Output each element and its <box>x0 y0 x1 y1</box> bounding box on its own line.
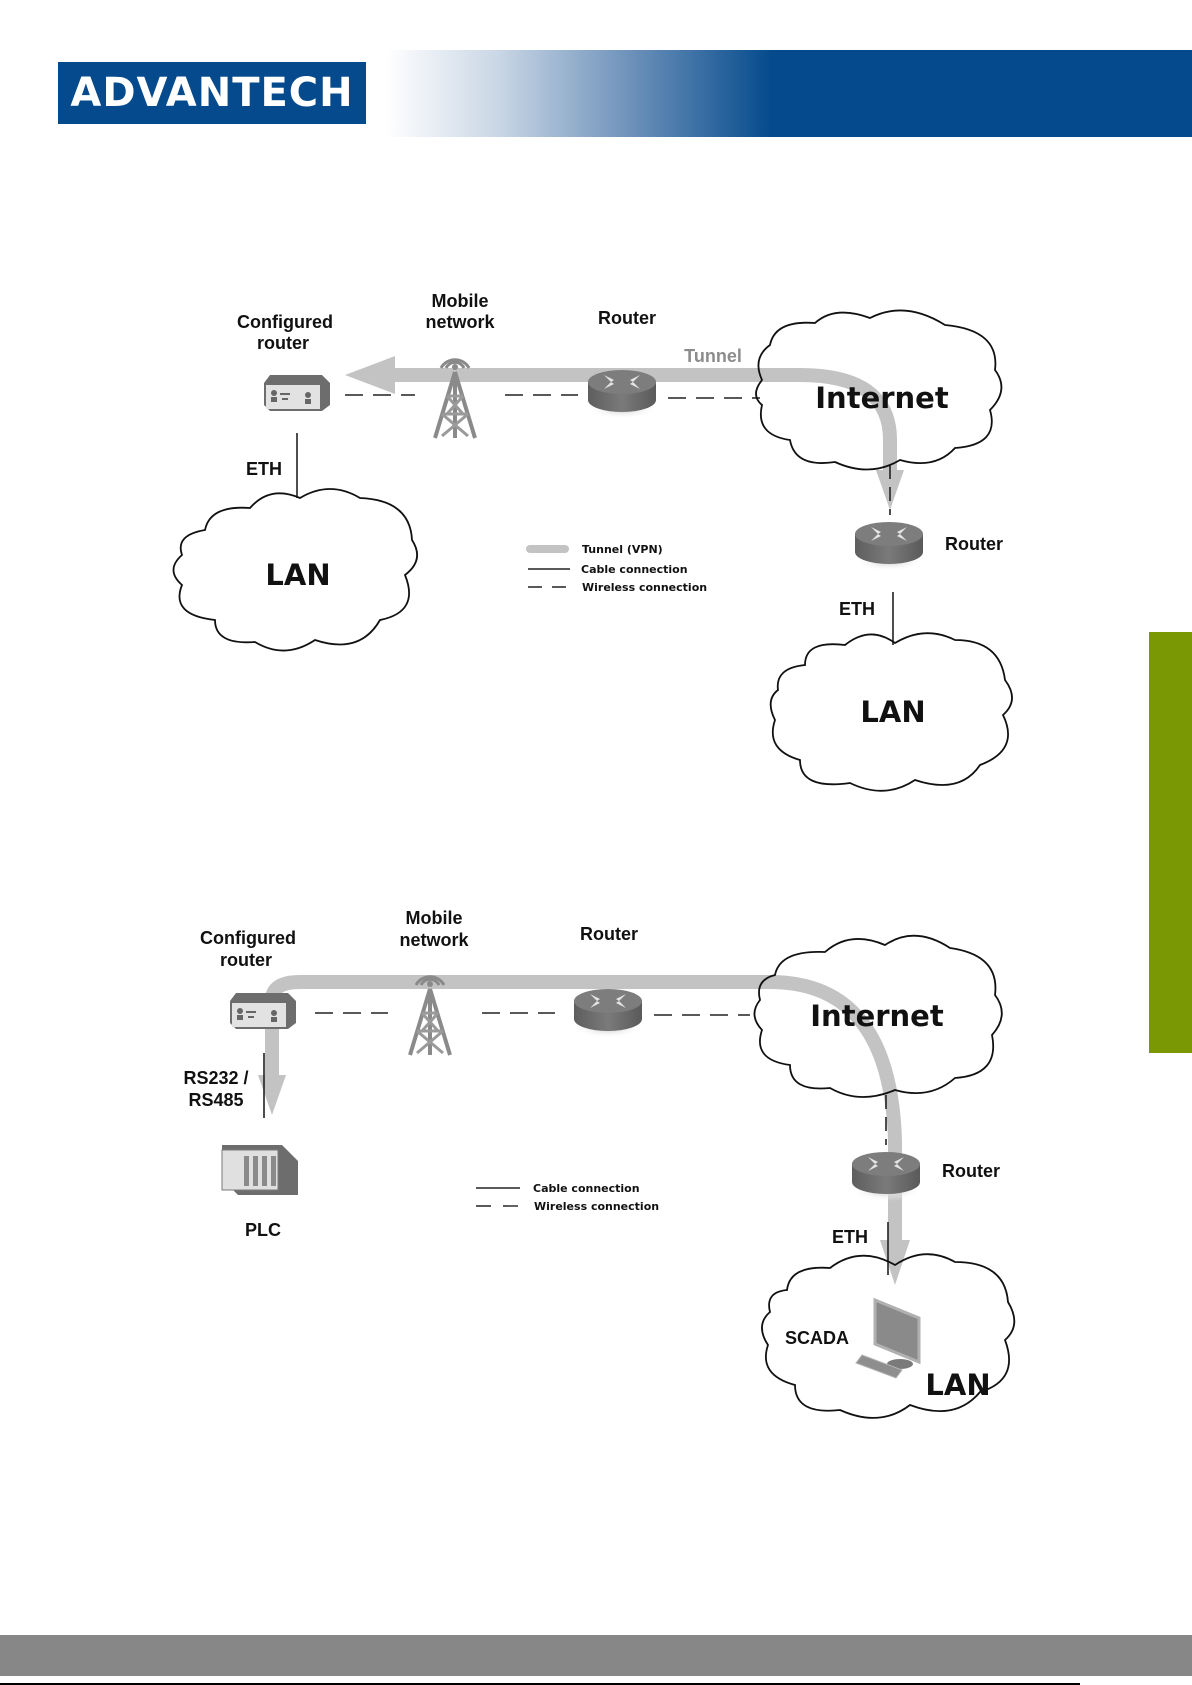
tunnel-arrowhead-left <box>345 356 395 394</box>
legend-wireless-label: Wireless connection <box>534 1200 659 1213</box>
eth-label: ETH <box>832 1227 868 1247</box>
configured-router-label: Configured <box>200 928 296 948</box>
remote-router-label: Router <box>942 1161 1000 1181</box>
internet-label: Internet <box>815 381 949 415</box>
configured-router-icon <box>264 375 330 411</box>
serial-interface-label-2: RS485 <box>188 1090 243 1110</box>
plc-label: PLC <box>245 1220 281 1240</box>
tunnel-arrowhead-down <box>880 1240 910 1285</box>
remote-router-label: Router <box>945 534 1003 554</box>
router-icon <box>586 370 658 419</box>
serial-interface-label: RS232 / <box>183 1068 248 1088</box>
tunnel-path <box>385 368 897 470</box>
vpn-tunnel-diagram: Configured router Mobile network Router … <box>172 291 1013 792</box>
chapter-side-tab <box>1149 632 1192 1053</box>
advantech-logo: ADVANTECH <box>58 62 366 124</box>
plc-icon <box>221 1145 298 1195</box>
scada-computer-icon <box>855 1297 921 1379</box>
remote-router-icon <box>853 522 925 571</box>
legend-cable-label: Cable connection <box>533 1182 640 1195</box>
eth-label-right: ETH <box>839 599 875 619</box>
remote-router-icon <box>850 1152 922 1201</box>
configured-router-label-2: router <box>220 950 272 970</box>
internet-cloud <box>755 309 1003 471</box>
configured-router-icon <box>230 993 296 1029</box>
mobile-network-label-2: network <box>399 930 469 950</box>
configured-router-label: Configured <box>237 312 333 332</box>
mobile-network-label: Mobile <box>432 291 489 311</box>
lan-label: LAN <box>925 1368 990 1402</box>
tunnel-path <box>265 975 902 1240</box>
footer-bar <box>0 1635 1192 1676</box>
router-label: Router <box>580 924 638 944</box>
tunnel-label: Tunnel <box>684 346 742 366</box>
mobile-network-label: Mobile <box>406 908 463 928</box>
scada-serial-diagram: Configured router Mobile network Router … <box>183 908 1016 1419</box>
logo-text: ADVANTECH <box>70 70 354 116</box>
internet-cloud <box>753 934 1003 1098</box>
router-label: Router <box>598 308 656 328</box>
header-gradient-band <box>386 50 1192 137</box>
lan-label-left: LAN <box>265 558 330 592</box>
lan-cloud <box>761 1253 1016 1419</box>
lan-cloud-right <box>769 632 1013 792</box>
router-icon <box>572 989 644 1038</box>
tunnel-arrowhead-down <box>258 1075 286 1115</box>
legend-wireless-label: Wireless connection <box>582 581 707 594</box>
scada-label: SCADA <box>785 1328 849 1348</box>
mobile-network-label-2: network <box>425 312 495 332</box>
legend-tunnel-label: Tunnel (VPN) <box>582 543 663 556</box>
eth-label-left: ETH <box>246 459 282 479</box>
lan-label-right: LAN <box>860 695 925 729</box>
legend-cable-label: Cable connection <box>581 563 688 576</box>
internet-label: Internet <box>810 999 944 1033</box>
configured-router-label-2: router <box>257 333 309 353</box>
lan-cloud-left <box>172 488 419 652</box>
footer-rule <box>0 1683 1080 1685</box>
